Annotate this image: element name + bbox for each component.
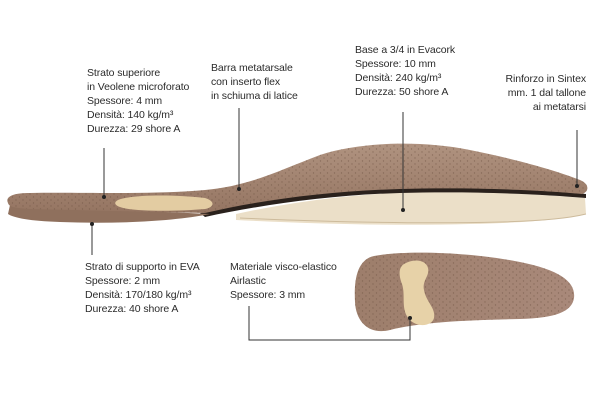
- callout-lines: [91, 108, 578, 341]
- label-line: Spessore: 10 mm: [355, 58, 436, 70]
- label-reinforcement: Rinforzo in Sintex mm. 1 dal tallone ai …: [506, 72, 587, 114]
- label-line: Airlastic: [230, 275, 266, 287]
- label-line: Base a 3/4 in Evacork: [355, 44, 456, 56]
- label-base: Base a 3/4 in Evacork Spessore: 10 mm De…: [355, 43, 455, 99]
- label-line: Densità: 240 kg/m³: [355, 72, 442, 84]
- label-support-layer: Strato di supporto in EVA Spessore: 2 mm…: [85, 260, 200, 316]
- label-line: mm. 1 dal tallone: [507, 87, 586, 99]
- label-line: Rinforzo in Sintex: [505, 73, 587, 85]
- label-viscoelastic: Materiale visco-elastico Airlastic Spess…: [230, 260, 337, 302]
- label-line: Densità: 140 kg/m³: [87, 109, 174, 121]
- label-line: ai metatarsi: [532, 101, 586, 113]
- label-line: Materiale visco-elastico: [230, 261, 337, 273]
- label-line: Barra metatarsale: [211, 62, 293, 74]
- label-line: Durezza: 40 shore A: [85, 303, 179, 315]
- label-line: con inserto flex: [211, 76, 281, 88]
- label-line: Densità: 170/180 kg/m³: [85, 289, 192, 301]
- insole-side-view: [7, 143, 588, 225]
- insole-top-view: [354, 252, 575, 332]
- viscoelastic-pad-side: [115, 195, 213, 211]
- label-line: Strato superiore: [87, 67, 161, 79]
- callout-viscoelastic: [248, 306, 411, 341]
- viscoelastic-pad-top: [399, 260, 435, 326]
- label-line: Strato di supporto in EVA: [85, 261, 200, 273]
- evacork-base: [236, 191, 586, 225]
- label-line: Durezza: 50 shore A: [355, 86, 449, 98]
- label-line: in schiuma di latice: [211, 90, 298, 102]
- label-line: Spessore: 2 mm: [85, 275, 161, 287]
- label-metatarsal-bar: Barra metatarsale con inserto flex in sc…: [211, 61, 298, 103]
- label-top-layer: Strato superiore in Veolene microforato …: [87, 66, 189, 136]
- label-line: Durezza: 29 shore A: [87, 123, 181, 135]
- label-line: Spessore: 3 mm: [230, 289, 306, 301]
- label-line: in Veolene microforato: [87, 81, 190, 93]
- black-layer: [200, 187, 586, 217]
- callout-dots: [90, 184, 579, 320]
- label-line: Spessore: 4 mm: [87, 95, 163, 107]
